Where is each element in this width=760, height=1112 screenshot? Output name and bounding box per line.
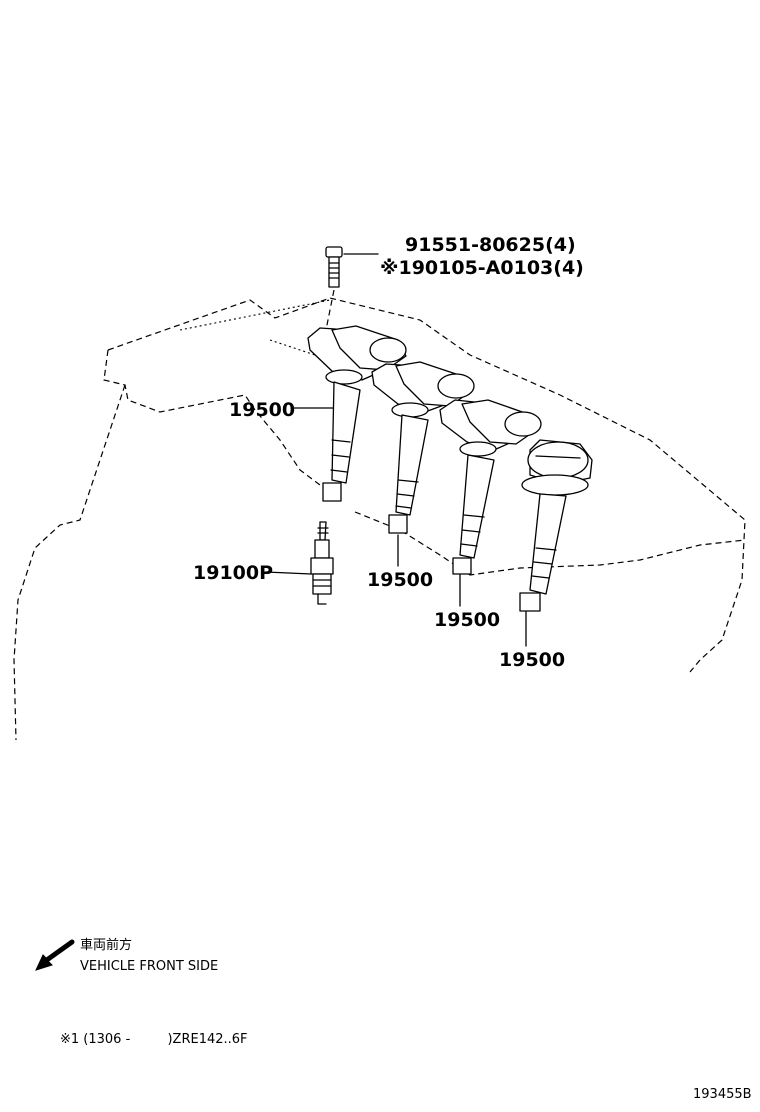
- direction-english: VEHICLE FRONT SIDE: [80, 959, 218, 974]
- coil-label-2: 19500: [367, 569, 433, 591]
- figure-id: 193455B: [693, 1087, 752, 1102]
- coil-label-4: 19500: [499, 649, 565, 671]
- ignition-coil-1: [307, 325, 407, 502]
- bolt-icon: [325, 246, 379, 331]
- front-arrow-icon: [35, 939, 75, 971]
- coil-label-1: 19500: [229, 399, 295, 421]
- direction-japanese: 車両前方: [80, 937, 132, 953]
- leader-lines: [265, 407, 527, 647]
- engine-outline: [13, 297, 746, 741]
- spark-plug-label: 19100P: [193, 562, 273, 584]
- ignition-coil-4: [519, 439, 593, 612]
- spark-plug-icon: [310, 521, 334, 605]
- bolt-part-number: 91551-80625(4): [405, 234, 576, 256]
- ignition-coil-3: [439, 399, 542, 575]
- applicability-footnote: ※1 (1306 - )ZRE142..6F: [60, 1032, 248, 1047]
- bolt-alt-part-number: ※190105-A0103(4): [380, 257, 584, 279]
- ignition-coil-2: [371, 361, 475, 534]
- coil-label-3: 19500: [434, 609, 500, 631]
